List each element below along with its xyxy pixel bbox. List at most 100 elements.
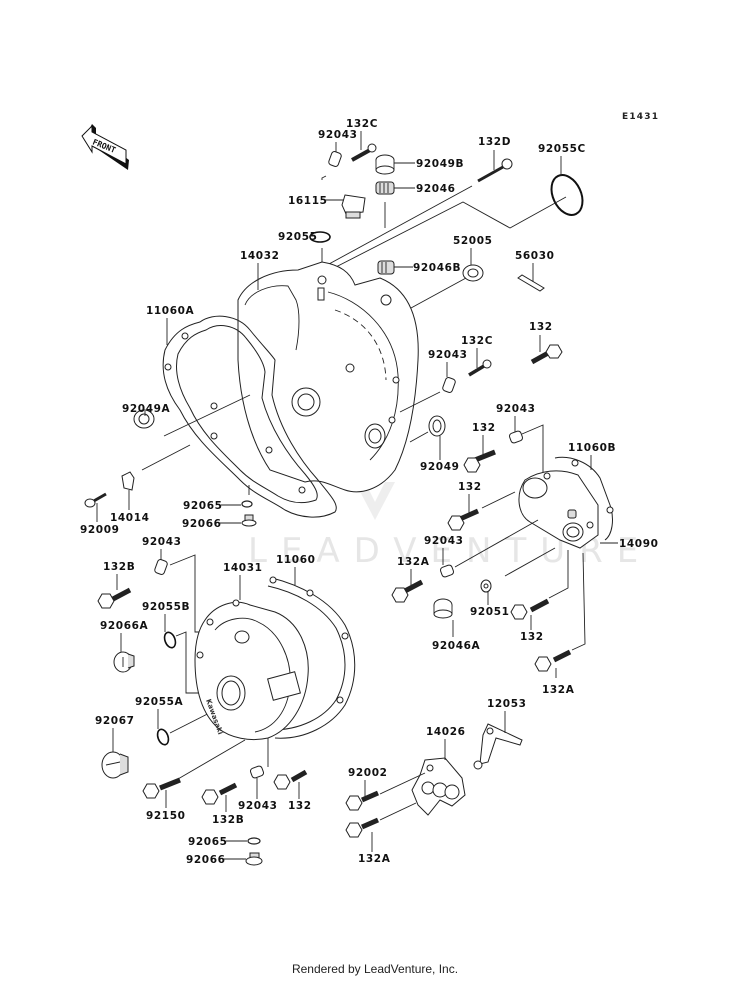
label-132-r3[interactable]: 132	[458, 481, 482, 493]
part-92065-washer-a[interactable]	[241, 500, 253, 508]
label-92051[interactable]: 92051	[470, 606, 510, 618]
part-92049A-seal[interactable]	[133, 409, 155, 429]
part-132B-bolt-a[interactable]	[97, 587, 132, 609]
label-92046B[interactable]: 92046B	[413, 262, 461, 274]
label-92065-b[interactable]: 92065	[188, 836, 228, 848]
part-132-bolt-r1[interactable]	[530, 344, 563, 365]
part-14090-cover[interactable]	[518, 470, 599, 549]
part-92066-drain-plug-a[interactable]	[241, 514, 257, 527]
part-92049B-bushing[interactable]	[375, 154, 395, 175]
part-92002-bolt[interactable]	[345, 790, 380, 811]
label-92150[interactable]: 92150	[146, 810, 186, 822]
part-92046B-needle-bearing[interactable]	[377, 260, 395, 275]
label-92066-b[interactable]: 92066	[186, 854, 226, 866]
part-92065-washer-b[interactable]	[247, 837, 261, 845]
label-92002[interactable]: 92002	[348, 767, 388, 779]
part-132A-bolt-b[interactable]	[534, 649, 572, 672]
part-92043-dowel-mid[interactable]	[442, 377, 456, 394]
label-132B-a[interactable]: 132B	[103, 561, 135, 573]
label-14014[interactable]: 14014	[110, 512, 150, 524]
part-132-bolt-r4[interactable]	[510, 598, 550, 620]
part-14031-generator-cover[interactable]: Kawasaki	[194, 599, 309, 741]
label-92043-r2[interactable]: 92043	[424, 535, 464, 547]
part-92046A-bushing[interactable]	[433, 598, 453, 619]
part-132C-bolt-mid[interactable]	[468, 359, 492, 377]
part-12053-lever[interactable]	[473, 723, 523, 770]
part-92009-screw[interactable]	[84, 492, 107, 508]
part-132D-long-bolt[interactable]	[477, 158, 513, 183]
label-132C-mid[interactable]: 132C	[461, 335, 493, 347]
label-14026[interactable]: 14026	[426, 726, 466, 738]
part-92150-bolt[interactable]	[142, 777, 181, 799]
label-92046[interactable]: 92046	[416, 183, 456, 195]
label-56030[interactable]: 56030	[515, 250, 555, 262]
label-16115[interactable]: 16115	[288, 195, 328, 207]
label-92055B[interactable]: 92055B	[142, 601, 190, 613]
label-12053[interactable]: 12053	[487, 698, 527, 710]
part-132-bolt-r3[interactable]	[447, 508, 480, 531]
label-132A-c[interactable]: 132A	[358, 853, 391, 865]
part-11060-gasket[interactable]	[267, 576, 356, 739]
part-14014-plate[interactable]	[121, 471, 135, 491]
part-92043-dowel-top[interactable]	[328, 151, 342, 168]
label-132-r1[interactable]: 132	[529, 321, 553, 333]
label-132C-top[interactable]: 132C	[346, 118, 378, 130]
label-92067[interactable]: 92067	[95, 715, 135, 727]
part-132B-bolt-b[interactable]	[201, 782, 238, 805]
label-92049A[interactable]: 92049A	[122, 403, 171, 415]
part-56030-key[interactable]	[517, 274, 545, 292]
label-92046A[interactable]: 92046A	[432, 640, 481, 652]
label-92055A[interactable]: 92055A	[135, 696, 184, 708]
label-14031[interactable]: 14031	[223, 562, 263, 574]
part-92055C-o-ring[interactable]	[545, 170, 588, 220]
label-11060B[interactable]: 11060B	[568, 442, 616, 454]
label-92043-l[interactable]: 92043	[142, 536, 182, 548]
part-92043-dowel-b[interactable]	[249, 765, 265, 779]
part-132A-bolt-c[interactable]	[345, 817, 380, 838]
part-92055A-o-ring[interactable]	[156, 728, 171, 746]
label-92043-mid[interactable]: 92043	[428, 349, 468, 361]
part-92051-washer[interactable]	[480, 579, 492, 593]
part-92067-plug[interactable]	[101, 751, 129, 779]
part-132-bolt-r2[interactable]	[463, 449, 496, 473]
label-92009[interactable]: 92009	[80, 524, 120, 536]
part-132A-bolt-a[interactable]	[391, 579, 424, 603]
part-92043-dowel-r2[interactable]	[439, 564, 455, 578]
part-132-bolt-b[interactable]	[273, 769, 308, 790]
label-92055C[interactable]: 92055C	[538, 143, 586, 155]
label-52005[interactable]: 52005	[453, 235, 493, 247]
part-14032-crankcase-cover[interactable]	[237, 261, 419, 493]
part-92043-dowel-r[interactable]	[508, 430, 524, 444]
label-132B-b[interactable]: 132B	[212, 814, 244, 826]
part-92046-needle-bearing[interactable]	[375, 181, 395, 195]
label-14032[interactable]: 14032	[240, 250, 280, 262]
label-132-r2[interactable]: 132	[472, 422, 496, 434]
part-92066-drain-plug-b[interactable]	[245, 852, 263, 866]
label-132A-b[interactable]: 132A	[542, 684, 575, 696]
label-132-r4[interactable]: 132	[520, 631, 544, 643]
part-92066A-plug[interactable]	[113, 651, 135, 673]
label-11060[interactable]: 11060	[276, 554, 316, 566]
part-92049-seal[interactable]	[428, 415, 446, 437]
part-11060B-gasket[interactable]	[554, 456, 614, 541]
label-92066A[interactable]: 92066A	[100, 620, 149, 632]
label-11060A[interactable]: 11060A	[146, 305, 195, 317]
label-92065-a[interactable]: 92065	[183, 500, 223, 512]
label-92043-b[interactable]: 92043	[238, 800, 278, 812]
label-92049[interactable]: 92049	[420, 461, 460, 473]
label-92066-a[interactable]: 92066	[182, 518, 222, 530]
label-92043-top[interactable]: 92043	[318, 129, 358, 141]
label-132-b[interactable]: 132	[288, 800, 312, 812]
part-92055B-o-ring[interactable]	[163, 631, 178, 649]
label-92049B[interactable]: 92049B	[416, 158, 464, 170]
label-14090[interactable]: 14090	[619, 538, 659, 550]
part-11060A-gasket[interactable]	[162, 315, 337, 518]
label-92055[interactable]: 92055	[278, 231, 318, 243]
label-92043-r[interactable]: 92043	[496, 403, 536, 415]
part-132C-bolt-top[interactable]	[351, 143, 377, 162]
label-132A-a[interactable]: 132A	[397, 556, 430, 568]
part-16115-filler-cap[interactable]	[341, 194, 366, 219]
part-14026-bracket[interactable]	[411, 757, 466, 816]
part-92043-dowel-l[interactable]	[154, 559, 168, 576]
part-92055-o-ring[interactable]	[309, 231, 331, 243]
